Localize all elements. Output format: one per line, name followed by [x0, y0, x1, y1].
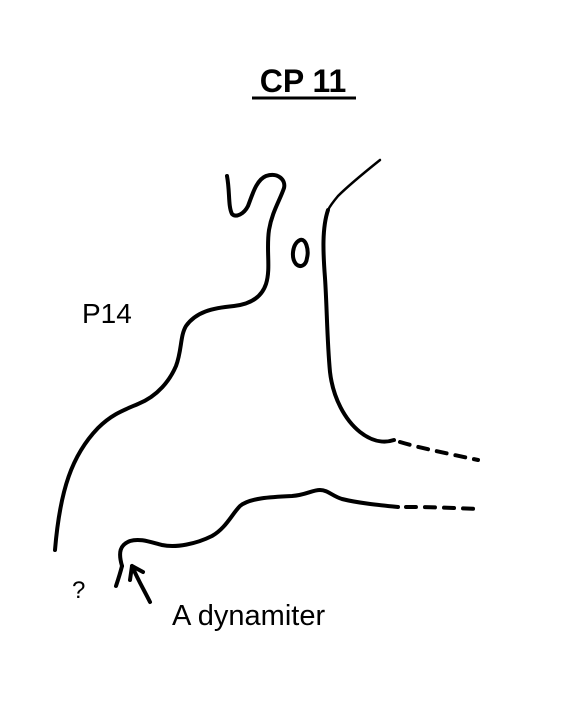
- small-chamber-oval: [290, 237, 310, 268]
- upper-right-wall-line: [326, 158, 382, 212]
- upper-passage-dashed-continuation: [398, 440, 480, 462]
- left-cave-wall: [53, 173, 287, 552]
- label-question-mark: ?: [72, 577, 85, 604]
- plan-title: CP 11: [260, 63, 347, 99]
- lower-passage-dashed-continuation: [404, 505, 480, 511]
- passage-end-tip: [114, 564, 124, 588]
- label-a-dynamiter: A dynamiter: [172, 600, 325, 632]
- right-cave-wall: [321, 208, 396, 444]
- lower-passage-wall: [118, 488, 400, 568]
- label-p14: P14: [82, 298, 132, 329]
- dynamite-arrow-icon: [128, 564, 152, 604]
